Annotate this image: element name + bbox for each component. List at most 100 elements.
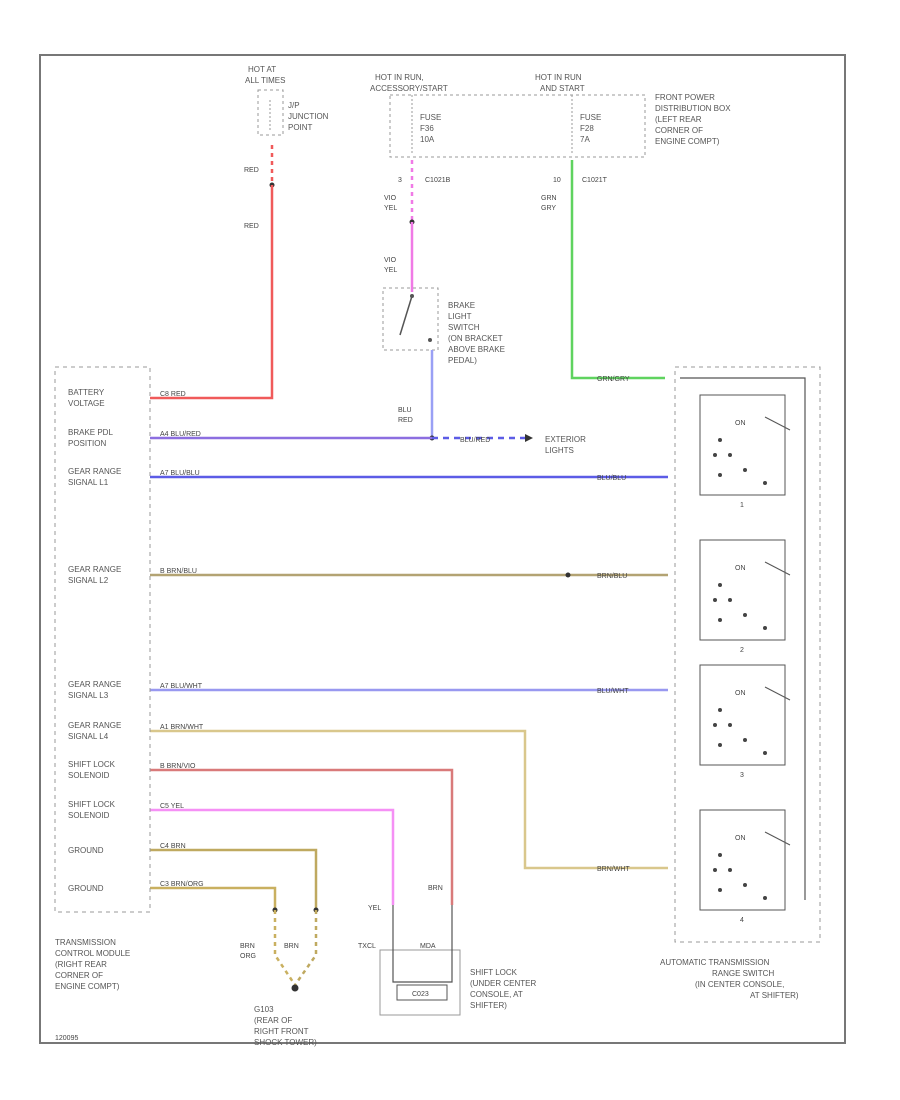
tcm-pin-wire-code: C8 RED	[160, 391, 186, 398]
shift-lock-pin-left: TXCL	[358, 943, 376, 950]
tcm-pin-name: SHIFT LOCK	[68, 760, 116, 769]
wire-ground-1	[150, 848, 318, 910]
range-switch-block	[699, 394, 786, 496]
tcm-pin-name: GEAR RANGE	[68, 721, 121, 730]
tcm-pin-name: POSITION	[68, 439, 106, 448]
atrs-name-line1: AUTOMATIC TRANSMISSION	[660, 958, 770, 967]
junction-point-box	[257, 89, 284, 136]
switch-contact	[763, 481, 767, 485]
tcm-pin-name: SIGNAL L4	[68, 732, 109, 741]
tcm-pin-name: SOLENOID	[68, 771, 110, 780]
front-power-distribution-box: HOT IN RUN, ACCESSORY/START HOT IN RUN A…	[370, 73, 731, 184]
atrs-name-line4: AT SHIFTER)	[750, 991, 799, 1000]
switch-contact	[763, 626, 767, 630]
wire-grn-code-b: GRY	[541, 205, 556, 212]
range-switch-block	[699, 664, 786, 766]
wire-green	[570, 160, 665, 380]
switch-contact	[718, 438, 722, 442]
tcm-pin-wire-code: A4 BLU/RED	[160, 431, 201, 438]
tcm-name-line2: CONTROL MODULE	[55, 949, 130, 958]
tcm-pin-name: SHIFT LOCK	[68, 800, 116, 809]
power-box-name-line4: CORNER OF	[655, 126, 703, 135]
wire-grn-code-a: GRN	[541, 195, 557, 202]
switch-contact	[728, 598, 732, 602]
switch-contact	[713, 868, 717, 872]
switch-contact	[718, 583, 722, 587]
ground-name-line3: RIGHT FRONT	[254, 1027, 309, 1036]
shift-lock-name-line1: SHIFT LOCK	[470, 968, 518, 977]
shift-lock-coil	[396, 984, 448, 1001]
power-box-name-line2: DISTRIBUTION BOX	[655, 104, 731, 113]
hot-at-all-times-line2: ALL TIMES	[245, 76, 285, 85]
connector-right-label: C1021T	[582, 177, 608, 184]
brake-switch-line3: SWITCH	[448, 323, 480, 332]
switch-number-label: 4	[740, 917, 744, 924]
wire-red-code-1: RED	[244, 167, 259, 174]
switch-contact	[728, 868, 732, 872]
ground-point-icon	[291, 984, 299, 992]
pin-left-label: 3	[398, 177, 402, 184]
ground-name-line1: G103	[254, 1005, 274, 1014]
tcm-pin-name: BRAKE PDL	[68, 428, 113, 437]
ground-name-line4: SHOCK TOWER)	[254, 1038, 317, 1047]
switch-contact	[743, 613, 747, 617]
range-switch-box	[674, 366, 821, 943]
wire-shift-left-code: YEL	[368, 905, 381, 912]
shift-lock-box-label: C023	[412, 991, 429, 998]
switch-contact	[713, 453, 717, 457]
switch-number-label: 3	[740, 772, 744, 779]
brake-switch-line4: (ON BRACKET	[448, 334, 503, 343]
tcm-pin-name: SIGNAL L2	[68, 576, 109, 585]
tcm-pin-name: VOLTAGE	[68, 399, 105, 408]
tcm-pin-name: SOLENOID	[68, 811, 110, 820]
wire-brn-code: BRN	[284, 943, 299, 950]
wire-brake-mid-code: BLU/RED	[460, 437, 490, 444]
switch-contact	[718, 473, 722, 477]
tcm-pin-name: GEAR RANGE	[68, 467, 121, 476]
tcm-pin-name: BATTERY	[68, 388, 105, 397]
switch-contact	[743, 883, 747, 887]
wire-vio-code-2a: VIO	[384, 257, 397, 264]
shift-lock-pin-right: MDA	[420, 943, 436, 950]
hot-in-run-acc-line2: ACCESSORY/START	[370, 84, 448, 93]
tcm-box	[54, 366, 151, 913]
brake-switch-line6: PEDAL)	[448, 356, 477, 365]
junction-line2: JUNCTION	[288, 112, 329, 121]
tcm-pin-wire-code: A7 BLU/WHT	[160, 683, 203, 690]
tcm-pin-name: GROUND	[68, 884, 104, 893]
hot-at-all-times-line1: HOT AT	[248, 65, 276, 74]
figure-id: 120095	[55, 1035, 78, 1042]
power-box-outline	[389, 94, 646, 158]
switch-contact	[763, 896, 767, 900]
junction-line3: POINT	[288, 123, 313, 132]
wire-shift-right-code: BRN	[428, 885, 443, 892]
switch-number-label: 2	[740, 647, 744, 654]
exterior-lights-line1: EXTERIOR	[545, 435, 586, 444]
wire-blu-red-code-b: RED	[398, 417, 413, 424]
tcm-pin-name: GEAR RANGE	[68, 680, 121, 689]
tcm-pin-name: GEAR RANGE	[68, 565, 121, 574]
switch-contact	[713, 723, 717, 727]
tcm-name-line1: TRANSMISSION	[55, 938, 116, 947]
brake-switch-line2: LIGHT	[448, 312, 472, 321]
switch-contact	[763, 751, 767, 755]
switch-wiper	[764, 831, 791, 846]
wire-l4-right-code: BRN/WHT	[597, 866, 630, 873]
tcm-name-line3: (RIGHT REAR	[55, 960, 107, 969]
atrs-name-line3: (IN CENTER CONSOLE,	[695, 980, 784, 989]
shift-lock-name-line3: CONSOLE, AT	[470, 990, 523, 999]
wire-l1-right-code: BLU/BLU	[597, 475, 626, 482]
tcm-pin-wire-code: C5 YEL	[160, 803, 184, 810]
brake-switch-line5: ABOVE BRAKE	[448, 345, 505, 354]
switch-number-label: 1	[740, 502, 744, 509]
fuse1-line2: F36	[420, 124, 434, 133]
connector-left-label: C1021B	[425, 177, 451, 184]
tcm-pin-name: SIGNAL L3	[68, 691, 109, 700]
outer-border	[39, 54, 846, 1044]
switch-wiper	[764, 416, 791, 431]
shift-lock-name-line4: SHIFTER)	[470, 1001, 507, 1010]
wire-gear-l4	[150, 729, 668, 870]
fuse2-line1: FUSE	[580, 113, 601, 122]
fuse1-line1: FUSE	[420, 113, 441, 122]
